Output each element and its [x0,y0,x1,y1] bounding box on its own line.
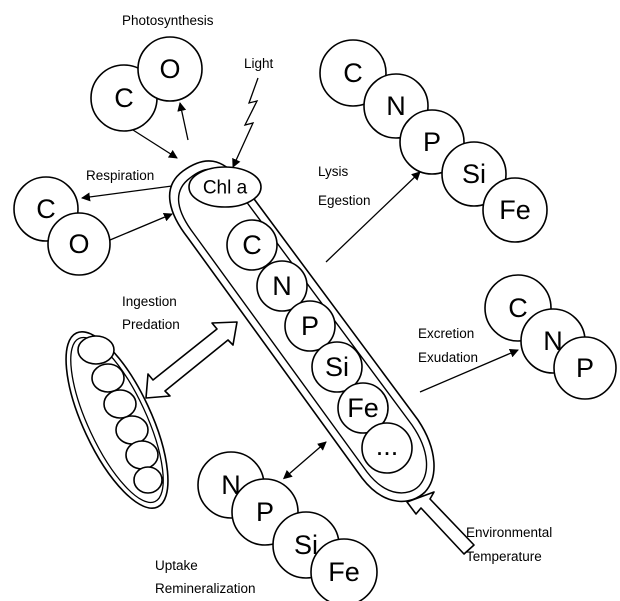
lysis-arrow [326,172,420,262]
environmental-label: Environmental [466,525,552,540]
photosynthesis-out-arrow [180,103,188,140]
uptake-fe-label: Fe [328,557,360,587]
respiration-in-arrow [110,214,172,240]
excretion-group: C N P [485,275,616,399]
photosynthesis-in-arrow [133,130,177,158]
lysis-fe-label: Fe [499,195,531,225]
excretion-c-label: C [508,293,528,323]
cell-element-more-label: ... [376,431,399,461]
temperature-arrow-icon [407,492,474,554]
excretion-p-label: P [576,353,594,383]
remineralization-label: Remineralization [155,581,256,596]
cell-element-c-label: C [242,230,262,260]
excretion-label: Excretion [418,326,474,341]
exudation-label: Exudation [418,350,478,365]
lysis-label: Lysis [318,164,349,179]
uptake-p-label: P [256,497,274,527]
lysis-group: C N P Si Fe [320,40,547,242]
predation-label: Predation [122,317,180,332]
photosynthesis-o-label: O [159,54,180,84]
temperature-label: Temperature [466,549,542,564]
uptake-si-label: Si [294,530,318,560]
cell-elements: C N P Si Fe ... [227,220,412,473]
photosynthesis-c-label: C [114,83,134,113]
lysis-p-label: P [423,127,441,157]
photosynthesis-label: Photosynthesis [122,13,214,28]
respiration-o-label: O [68,229,89,259]
light-bolt-icon [233,78,258,167]
predator-cell [46,319,189,522]
photosynthesis-group: C O [91,37,202,131]
respiration-c-label: C [36,194,56,224]
uptake-label: Uptake [155,558,198,573]
light-label: Light [244,56,274,71]
cell-element-n-label: N [272,271,292,301]
ingestion-double-arrow-icon [146,322,237,398]
lysis-n-label: N [386,91,406,121]
chlorophyll-a: Chl a [189,167,261,207]
chl-a-label: Chl a [203,178,248,199]
lysis-si-label: Si [462,159,486,189]
ingestion-label: Ingestion [122,294,177,309]
cell-element-fe-label: Fe [347,393,379,423]
egestion-label: Egestion [318,193,371,208]
cell-element-p-label: P [301,311,319,341]
lysis-c-label: C [343,58,363,88]
uptake-arrow [289,442,326,474]
uptake-group: N P Si Fe [198,452,377,601]
respiration-group: C O [14,177,110,275]
respiration-out-arrow [82,186,172,198]
respiration-label: Respiration [86,168,154,183]
cell-element-si-label: Si [325,352,349,382]
